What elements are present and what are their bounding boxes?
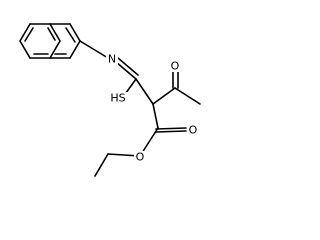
nitrogen-label: N [108,53,116,66]
naphthalene-right-ring [49,23,81,59]
naphthalene-left-ring [19,23,61,59]
sulfur-label: HS [110,92,125,105]
chemical-structure-diagram: N HS O O O [19,23,201,177]
ester-carbonyl-oxygen-label: O [189,124,198,137]
acetyl-group [152,69,201,105]
ketone-oxygen-label: O [171,60,180,73]
ester-ether-oxygen-label: O [136,151,145,164]
atom-labels: N HS O O O [106,53,199,164]
ethyl-ester-group [94,103,187,177]
